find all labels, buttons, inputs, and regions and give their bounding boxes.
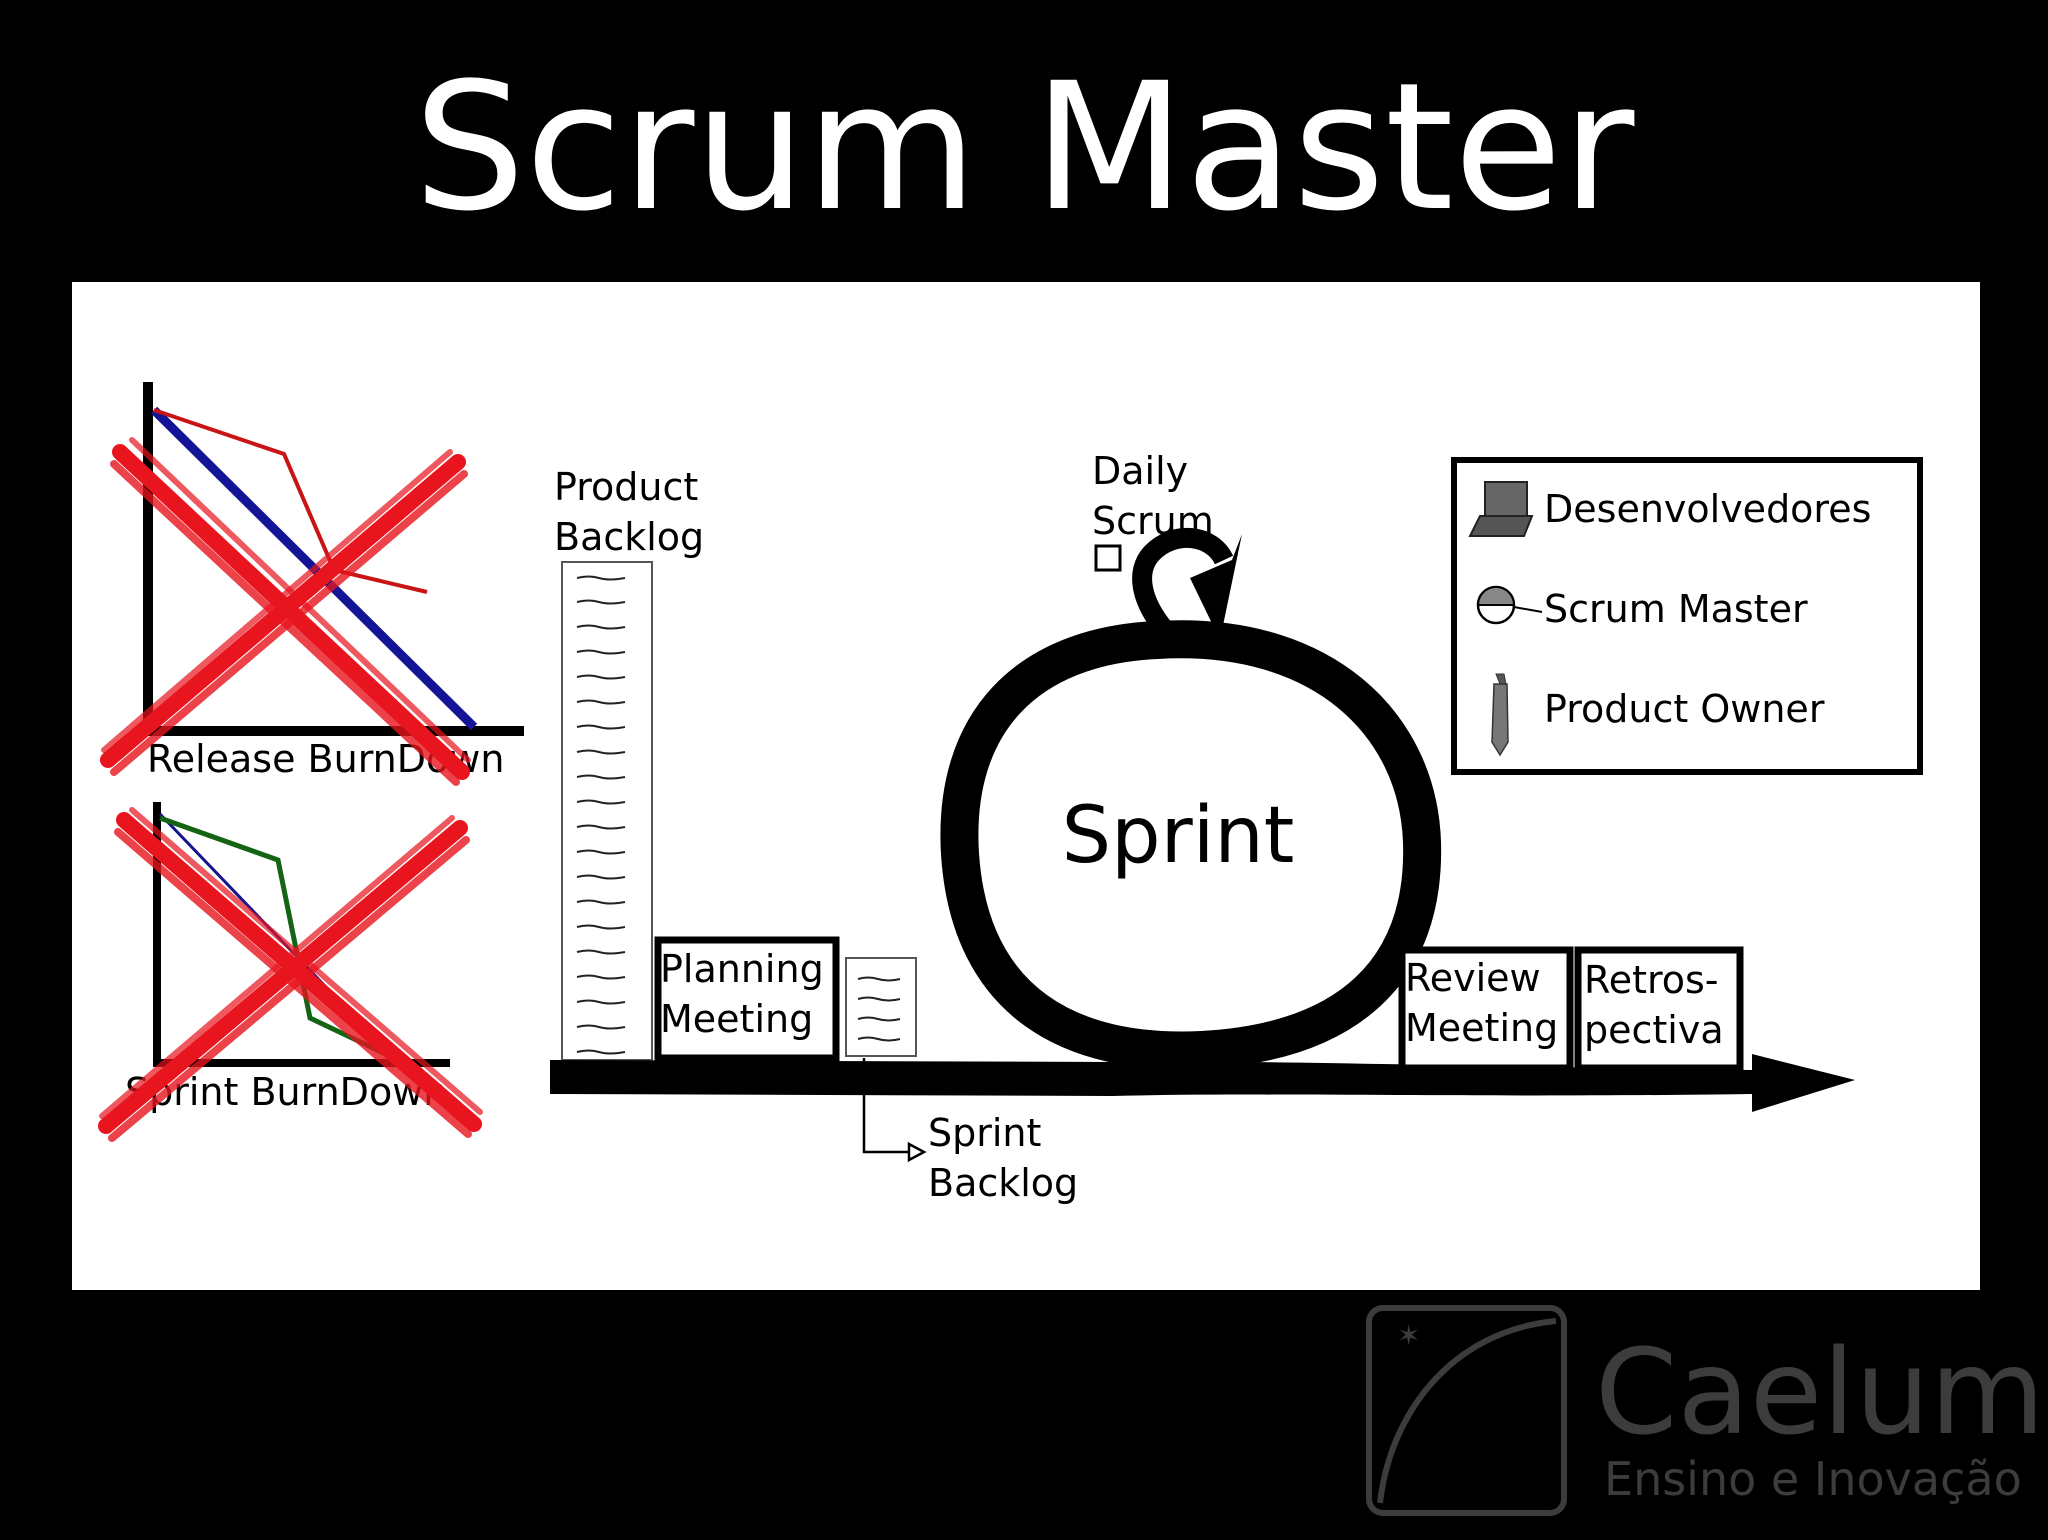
product-backlog-label-1: Product [554, 465, 698, 509]
product-backlog-column [561, 561, 653, 1061]
slide-title: Scrum Master [413, 45, 1635, 250]
review-meeting-label-1: Review [1405, 956, 1541, 1000]
product-backlog-items [576, 575, 626, 1055]
caelum-logo-name: Caelum [1595, 1323, 2045, 1461]
scrum-diagram: Release BurnDown Sprint BurnDown Product… [98, 382, 1923, 1205]
retrospectiva-label-2: pectiva [1584, 1008, 1724, 1052]
sprint-backlog-items [857, 976, 901, 1042]
scrum-master-icon [1476, 585, 1543, 625]
sprint-label: Sprint [1062, 791, 1295, 881]
caelum-logo-frame [1366, 1305, 1567, 1516]
star-icon: ✶ [1397, 1319, 1420, 1352]
release-actual-line [153, 408, 428, 594]
daily-scrum-marker [1094, 544, 1122, 572]
retrospectiva-label-1: Retros- [1584, 958, 1719, 1002]
review-meeting-label-2: Meeting [1405, 1006, 1558, 1050]
sprint-backlog-document [845, 957, 917, 1057]
tie-icon [1491, 673, 1509, 757]
caelum-logo: ✶ Caelum Ensino e Inovação [1366, 1303, 2048, 1536]
retrospectiva-box [1574, 946, 1744, 1072]
daily-scrum-arrowhead [1190, 534, 1242, 640]
sprint-backlog-pointer-head [907, 1141, 927, 1163]
daily-scrum-label-2: Scrum [1092, 499, 1214, 543]
legend-label-developers: Desenvolvedores [1544, 487, 1871, 531]
product-backlog-label-2: Backlog [554, 515, 704, 559]
sprint-backlog-pointer [862, 1058, 909, 1154]
legend: Desenvolvedores Scrum Master Product Own… [1451, 457, 1923, 775]
caelum-logo-tagline: Ensino e Inovação [1604, 1452, 2022, 1506]
planning-meeting-label-1: Planning [660, 947, 824, 991]
legend-box [1451, 457, 1923, 775]
daily-scrum-label-1: Daily [1092, 449, 1188, 493]
sprint-backlog-label-2: Backlog [928, 1161, 1078, 1205]
planning-meeting-box [654, 936, 840, 1062]
planning-meeting-label-2: Meeting [660, 997, 813, 1041]
sprint-cross-mark [98, 807, 483, 1142]
release-cross-mark [100, 437, 471, 786]
review-meeting-box [1398, 946, 1574, 1072]
sprint-backlog-label-1: Sprint [928, 1111, 1041, 1155]
caelum-logo-arc [1377, 1318, 1557, 1504]
daily-scrum-loop [1132, 528, 1234, 636]
scrum-diagram-panel: Release BurnDown Sprint BurnDown Product… [72, 282, 1980, 1290]
legend-label-product-owner: Product Owner [1544, 687, 1825, 731]
laptop-icon [1468, 481, 1534, 537]
sprint-loop [940, 620, 1442, 1070]
legend-label-scrum-master: Scrum Master [1544, 587, 1808, 631]
